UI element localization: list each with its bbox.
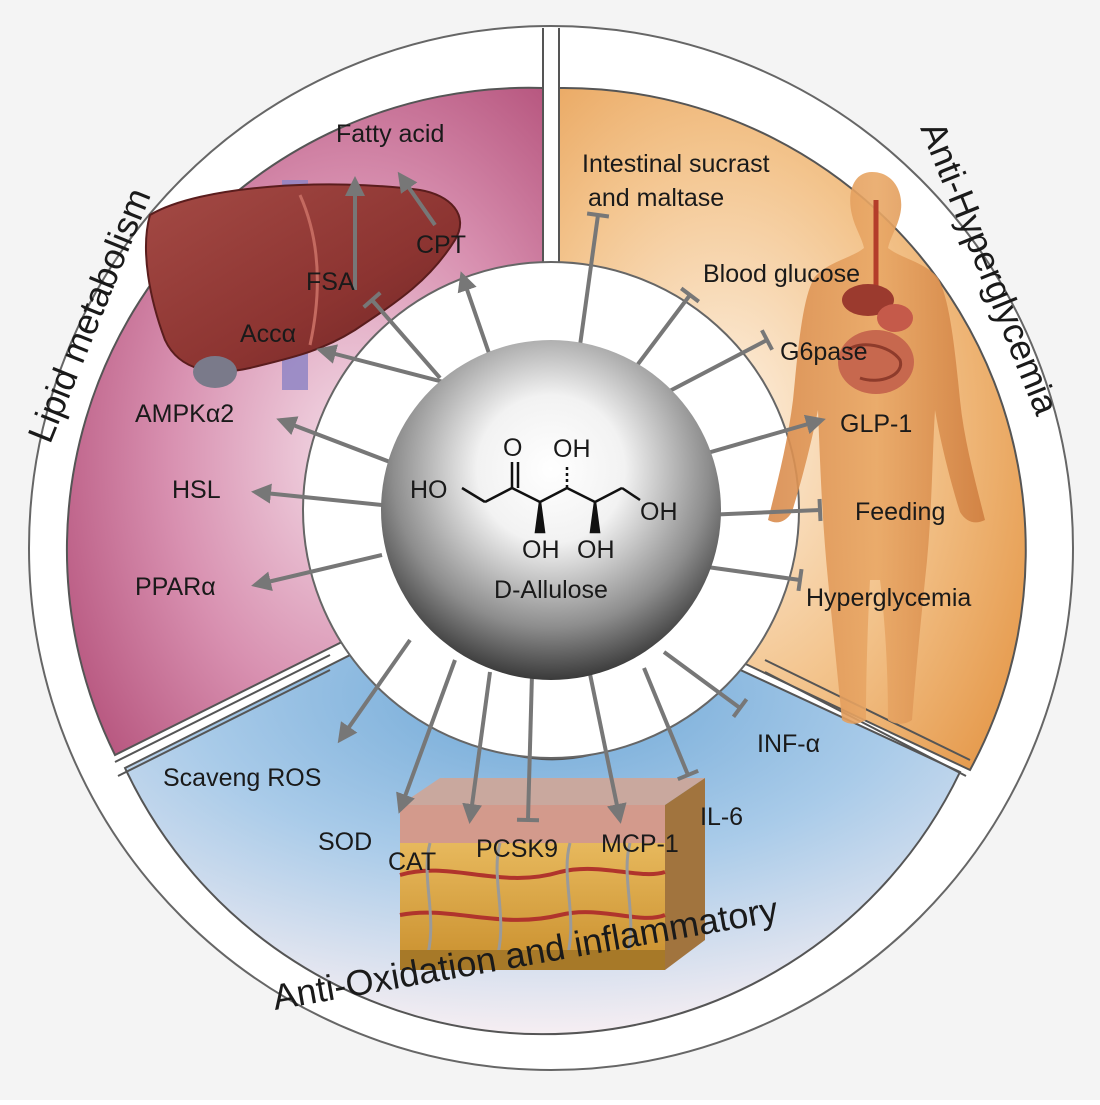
- connector-g6pase-bar: [760, 329, 774, 351]
- allulose-structure: [461, 462, 641, 534]
- label-ppar: PPARα: [135, 573, 216, 601]
- connector-g6pase: [661, 338, 768, 397]
- chem-o-top: O: [503, 434, 522, 462]
- connector-blood-glucose-bar: [680, 286, 700, 304]
- connector-scaveng-ros: [337, 638, 412, 744]
- vessel-1: [399, 866, 666, 880]
- divider-left-2: [117, 669, 331, 777]
- liver-illustration: [145, 180, 461, 390]
- body-illustration: [768, 172, 985, 724]
- label-g6pase: G6pase: [780, 338, 868, 366]
- connector-fsa-bar: [362, 291, 382, 309]
- label-inf: INF-α: [757, 730, 820, 758]
- connector-hyperglycemia-bar: [796, 568, 804, 592]
- stomach: [877, 304, 913, 332]
- label-pcsk9: PCSK9: [476, 835, 558, 863]
- label-il6: IL-6: [700, 803, 743, 831]
- connector-inf: [662, 650, 742, 710]
- connector-inf-bar: [731, 697, 749, 719]
- label-fsa: FSA: [306, 268, 355, 296]
- label-intestinal-1: Intestinal sucrast: [582, 150, 770, 178]
- connector-feeding-bar: [817, 498, 823, 522]
- label-scaveng-ros: Scaveng ROS: [163, 764, 321, 792]
- connector-mcp1: [588, 673, 627, 824]
- connector-intestinal-bar: [586, 211, 610, 219]
- chem-oh-right: OH: [640, 498, 678, 526]
- connector-cat: [462, 671, 492, 824]
- chem-oh-top: OH: [553, 435, 591, 463]
- connector-il6-bar: [677, 768, 699, 782]
- label-intestinal-2: and maltase: [588, 184, 724, 212]
- connector-ampk: [276, 416, 391, 464]
- connector-fatty-acid-2: [397, 171, 437, 227]
- label-feeding: Feeding: [855, 498, 945, 526]
- skin-top: [400, 778, 705, 805]
- connector-sod: [396, 659, 457, 814]
- liver-ligament: [298, 194, 319, 346]
- connector-hsl: [251, 483, 383, 507]
- body-silhouette: [768, 172, 985, 724]
- connector-cpt: [457, 271, 494, 363]
- connector-glp1: [689, 414, 826, 460]
- divider-right: [764, 659, 971, 761]
- vessel-2: [399, 910, 666, 922]
- chem-oh-bottom-2: OH: [577, 536, 615, 564]
- allulose-sphere: [381, 340, 721, 680]
- connector-acc: [316, 344, 456, 387]
- divider-left: [114, 654, 331, 763]
- connectors: [251, 171, 826, 824]
- label-fatty-acid: Fatty acid: [336, 120, 444, 148]
- connector-fsa: [370, 298, 442, 380]
- gallbladder: [193, 356, 237, 388]
- label-ampk: AMPKα2: [135, 400, 234, 428]
- connector-feeding: [704, 508, 821, 517]
- label-cpt: CPT: [416, 231, 466, 259]
- label-acc: Accα: [240, 320, 296, 348]
- label-cat: CAT: [388, 848, 436, 876]
- connector-hyperglycemia: [699, 564, 801, 582]
- connector-il6: [642, 667, 690, 776]
- chem-oh-bottom-1: OH: [522, 536, 560, 564]
- label-blood-glucose: Blood glucose: [703, 260, 860, 288]
- chem-ho-left: HO: [410, 476, 448, 504]
- connector-intestinal: [576, 214, 600, 361]
- connector-ppar: [251, 553, 383, 592]
- label-hsl: HSL: [172, 476, 221, 504]
- connector-pcsk9-bar: [516, 817, 540, 823]
- fat-base: [400, 950, 665, 970]
- label-sod: SOD: [318, 828, 372, 856]
- label-mcp1: MCP-1: [601, 830, 679, 858]
- divider-right-2: [764, 671, 967, 777]
- skin-side: [665, 778, 705, 970]
- intestine-coil: [847, 343, 903, 382]
- connector-blood-glucose: [630, 293, 692, 374]
- liver-small: [842, 284, 894, 316]
- label-glp1: GLP-1: [840, 410, 912, 438]
- label-hyperglycemia: Hyperglycemia: [806, 584, 971, 612]
- connector-pcsk9: [526, 673, 534, 821]
- compound-name: D-Allulose: [494, 576, 608, 604]
